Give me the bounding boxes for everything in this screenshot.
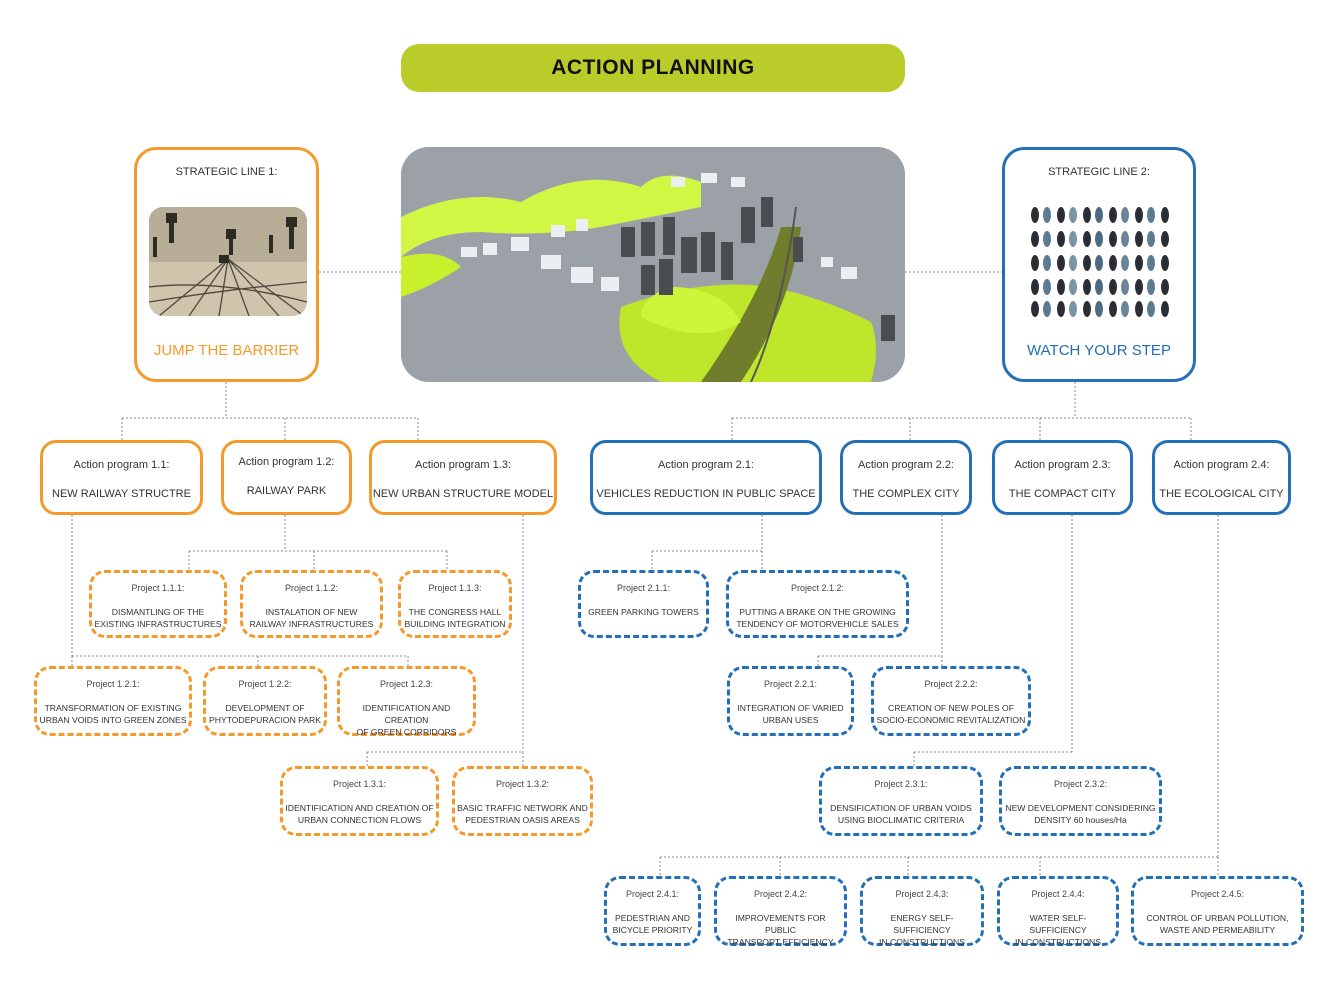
- program-name: NEW URBAN STRUCTURE MODEL: [372, 488, 554, 500]
- program-label: Action program 1.2:: [238, 456, 335, 468]
- project-label: Project 1.1.2:: [284, 583, 339, 593]
- strategic-line-2: STRATEGIC LINE 2: WATCH YOUR STEP: [1002, 147, 1196, 382]
- project-label: Project 1.1.1:: [131, 583, 185, 593]
- action-program-1-3: Action program 1.3: NEW URBAN STRUCTURE …: [369, 440, 557, 515]
- program-label: Action program 2.1:: [658, 459, 754, 471]
- project-label: Project 2.2.1:: [763, 679, 818, 689]
- strategic-line-2-label: STRATEGIC LINE 2:: [1048, 166, 1150, 178]
- program-name: VEHICLES REDUCTION IN PUBLIC SPACE: [596, 488, 816, 500]
- action-program-2-1: Action program 2.1: VEHICLES REDUCTION I…: [590, 440, 822, 515]
- program-label: Action program 1.3:: [415, 459, 511, 471]
- program-name: THE COMPLEX CITY: [852, 488, 960, 500]
- project-2-1-2: Project 2.1.2: PUTTING A BRAKE ON THE GR…: [726, 570, 909, 638]
- urban-masterplan-3d-model: [401, 147, 905, 382]
- project-label: Project 2.2.2:: [924, 679, 978, 689]
- project-2-4-5: Project 2.4.5: CONTROL OF URBAN POLLUTIO…: [1131, 876, 1304, 946]
- page-title: ACTION PLANNING: [401, 44, 905, 92]
- project-label: Project 2.1.2:: [790, 583, 845, 593]
- action-program-2-4: Action program 2.4: THE ECOLOGICAL CITY: [1152, 440, 1291, 515]
- strategic-line-1-label: STRATEGIC LINE 1:: [175, 166, 278, 178]
- project-label: Project 1.1.3:: [428, 583, 482, 593]
- footprints-grid: [1027, 205, 1173, 320]
- action-program-1-2: Action program 1.2: RAILWAY PARK: [221, 440, 352, 515]
- project-label: Project 1.3.1:: [332, 779, 387, 789]
- project-1-3-1: Project 1.3.1: IDENTIFICATION AND CREATI…: [280, 766, 439, 836]
- project-label: Project 1.3.2:: [495, 779, 550, 789]
- project-label: Project 2.4.4:: [1031, 889, 1085, 899]
- railway-tracks-photo: [149, 207, 307, 316]
- project-label: Project 2.4.1:: [625, 889, 680, 899]
- project-2-3-1: Project 2.3.1: DENSIFICATION OF URBAN VO…: [819, 766, 983, 836]
- program-name: NEW RAILWAY STRUCTRE: [52, 488, 191, 500]
- program-label: Action program 2.2:: [858, 459, 954, 471]
- project-2-3-2: Project 2.3.2: NEW DEVELOPMENT CONSIDERI…: [999, 766, 1162, 836]
- project-label: Project 2.4.2:: [753, 889, 808, 899]
- project-2-1-1: Project 2.1.1: GREEN PARKING TOWERS: [578, 570, 709, 638]
- project-label: Project 2.4.3:: [895, 889, 949, 899]
- project-name: GREEN PARKING TOWERS: [588, 607, 699, 617]
- program-label: Action program 2.3:: [1014, 459, 1111, 471]
- action-program-2-3: Action program 2.3: THE COMPACT CITY: [992, 440, 1133, 515]
- project-label: Project 2.3.1:: [874, 779, 928, 789]
- program-name: THE ECOLOGICAL CITY: [1159, 488, 1284, 500]
- program-name: THE COMPACT CITY: [1008, 488, 1117, 500]
- project-label: Project 1.2.3:: [379, 679, 434, 689]
- project-label: Project 1.2.1:: [86, 679, 140, 689]
- project-1-2-3: Project 1.2.3: IDENTIFICATION AND CREATI…: [337, 666, 476, 737]
- project-1-3-2: Project 1.3.2: BASIC TRAFFIC NETWORK AND…: [452, 766, 593, 836]
- action-program-2-2: Action program 2.2: THE COMPLEX CITY: [840, 440, 972, 515]
- strategic-line-1-name: JUMP THE BARRIER: [153, 342, 300, 359]
- project-label: Project 2.1.1:: [616, 583, 671, 593]
- project-label: Project 2.4.5:: [1190, 889, 1245, 899]
- strategic-line-2-name: WATCH YOUR STEP: [1027, 342, 1171, 359]
- action-program-1-1: Action program 1.1: NEW RAILWAY STRUCTRE: [40, 440, 203, 515]
- project-label: Project 2.3.2:: [1053, 779, 1108, 789]
- program-label: Action program 1.1:: [73, 459, 170, 471]
- project-label: Project 1.2.2:: [238, 679, 292, 689]
- program-name: RAILWAY PARK: [246, 485, 327, 497]
- project-name: CONTROL OF URBAN POLLUTION,WASTE AND PER…: [1146, 913, 1289, 935]
- project-1-2-1: Project 1.2.1: TRANSFORMATION OF EXISTIN…: [34, 666, 192, 736]
- program-label: Action program 2.4:: [1173, 459, 1270, 471]
- strategic-line-1: STRATEGIC LINE 1: JUMP THE BARRIER: [134, 147, 319, 382]
